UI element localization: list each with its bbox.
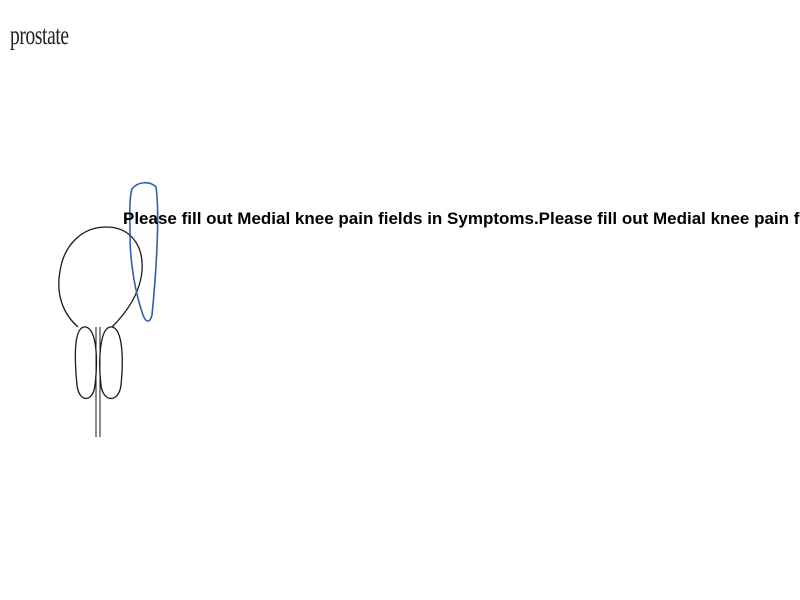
prostate-outline[interactable]: [58, 226, 143, 328]
prostate-anatomy-diagram[interactable]: [50, 175, 170, 445]
highlighted-region[interactable]: [129, 181, 159, 322]
right-lobe-outline[interactable]: [99, 326, 123, 400]
left-lobe-outline[interactable]: [74, 326, 98, 400]
page-title: prostate: [10, 20, 69, 50]
validation-warning: Please fill out Medial knee pain fields …: [123, 209, 800, 228]
urethra-outline: [95, 327, 101, 437]
